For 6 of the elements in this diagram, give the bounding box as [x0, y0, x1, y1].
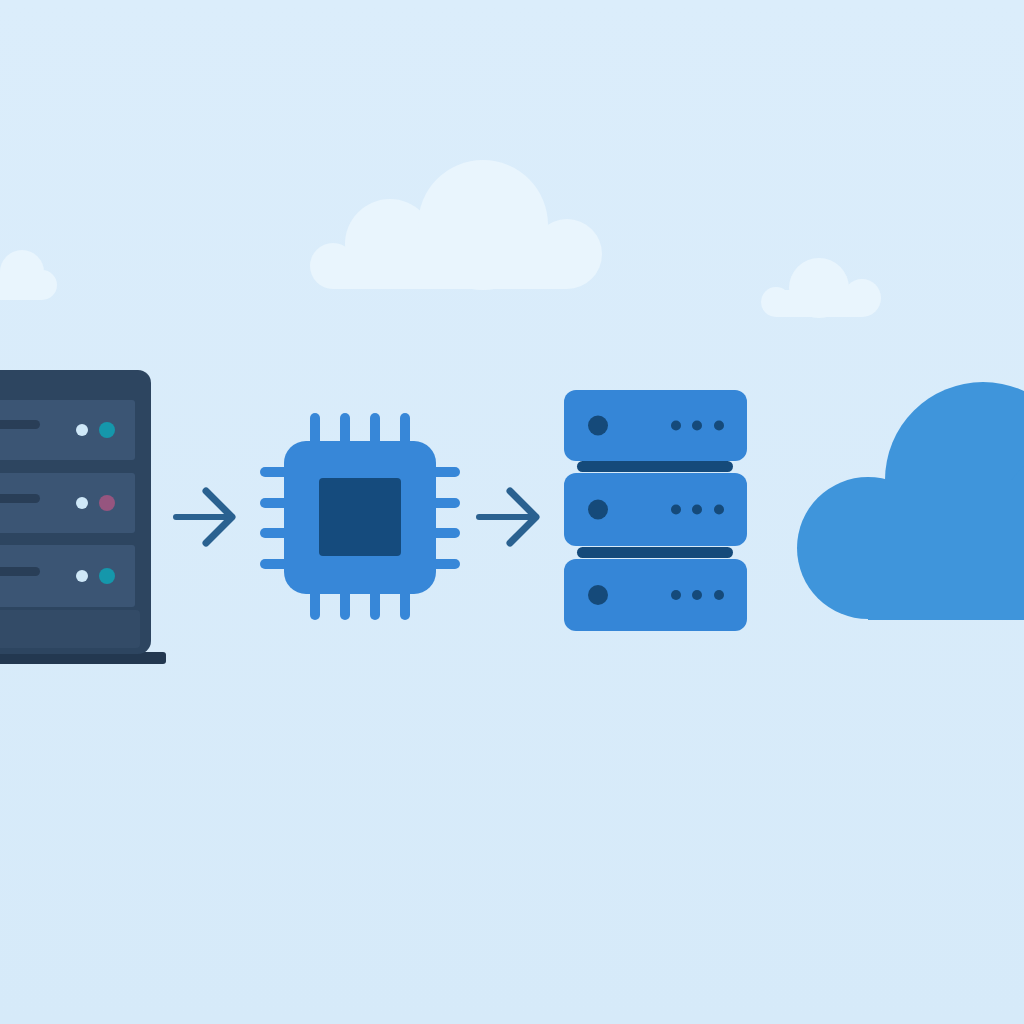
server-rack-icon: [0, 370, 166, 665]
cloud-icon: [796, 381, 1024, 620]
arrow: [173, 487, 236, 547]
microchip-icon: [259, 412, 461, 622]
server-stack-icon: [563, 389, 748, 632]
arrow: [476, 487, 540, 547]
